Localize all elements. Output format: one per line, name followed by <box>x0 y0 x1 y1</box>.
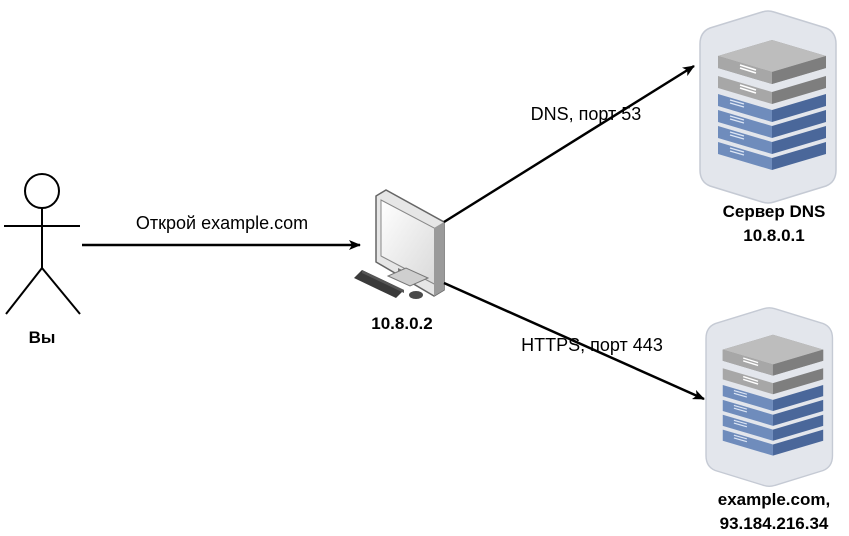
web-server-icon <box>705 307 834 488</box>
workstation-icon <box>354 189 445 299</box>
client-ip-label: 10.8.0.2 <box>371 314 432 333</box>
edge-label-dns-port: DNS, порт 53 <box>531 104 642 124</box>
dns-server-name: Сервер DNS <box>723 202 826 221</box>
dns-server-ip: 10.8.0.1 <box>743 226 804 245</box>
user-actor-icon <box>4 173 81 315</box>
edge-label-https-port: HTTPS, порт 443 <box>521 335 663 355</box>
edge-client-to-dns <box>443 64 695 224</box>
web-server-ip: 93.184.216.34 <box>720 514 829 533</box>
edge-client-to-web <box>443 281 705 401</box>
actor-label: Вы <box>29 328 56 347</box>
dns-server-icon <box>699 10 837 204</box>
web-server-name: example.com, <box>718 490 830 509</box>
edge-label-open-site: Открой example.com <box>136 213 308 233</box>
